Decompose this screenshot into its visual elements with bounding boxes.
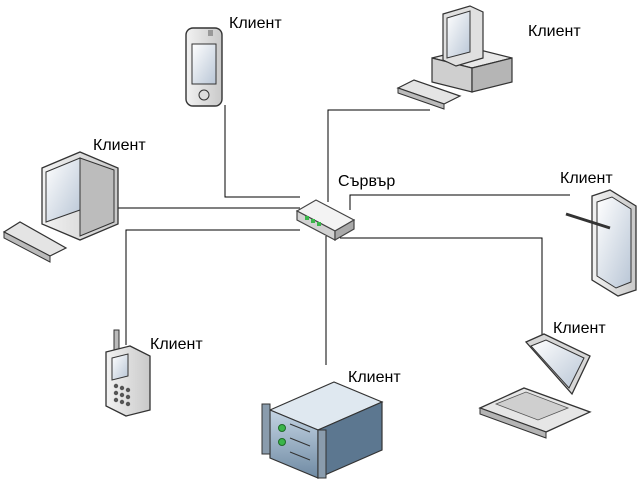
client-rack-server: Клиент <box>261 369 401 479</box>
link-desktop-top <box>327 109 430 202</box>
client-label: Клиент <box>229 15 282 32</box>
mobile-phone-icon <box>105 329 151 417</box>
client-label: Клиент <box>553 320 606 337</box>
client-label: Клиент <box>150 336 203 353</box>
laptop-icon <box>478 333 592 439</box>
server-label: Сървър <box>338 173 395 190</box>
network-hub-icon <box>295 199 356 242</box>
client-laptop: Клиент <box>478 320 606 439</box>
server-hub: Сървър <box>295 173 395 242</box>
client-label: Клиент <box>560 170 613 187</box>
link-pda <box>224 105 300 198</box>
tablet-icon <box>565 189 637 297</box>
client-label: Клиент <box>528 23 581 40</box>
connections <box>118 105 570 365</box>
client-desktop-top: Клиент <box>396 5 581 110</box>
client-tablet: Клиент <box>560 170 637 297</box>
rack-server-icon <box>261 381 384 479</box>
client-desktop-left: Клиент <box>2 137 146 263</box>
desktop-computer-icon <box>396 5 513 110</box>
client-label: Клиент <box>348 369 401 386</box>
client-label: Клиент <box>93 137 146 154</box>
link-tablet <box>349 194 570 210</box>
client-mobile-phone: Клиент <box>105 329 203 417</box>
pda-icon <box>185 27 223 107</box>
client-pda: Клиент <box>185 15 282 107</box>
link-phone <box>125 229 300 345</box>
desktop-computer-icon <box>2 151 119 263</box>
link-laptop <box>340 237 543 340</box>
